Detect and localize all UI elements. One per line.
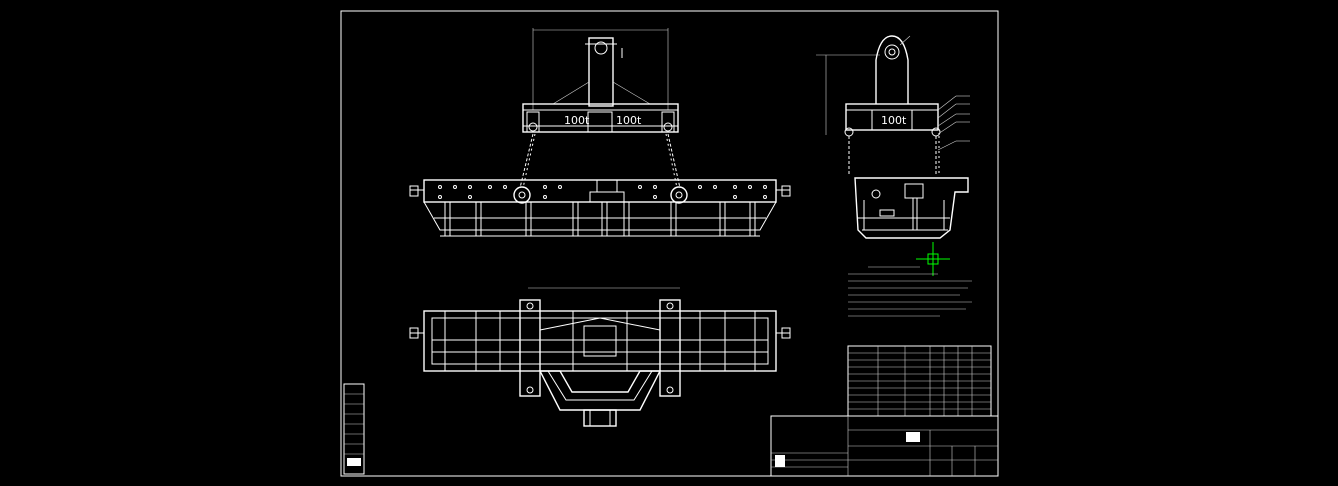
- front-chain-right: [665, 133, 681, 189]
- title-block: [770, 415, 999, 477]
- side-capacity-label: 100t: [881, 114, 907, 127]
- side-view: 100t: [816, 35, 970, 239]
- capacity-label-right: 100t: [616, 114, 642, 127]
- front-view: 100t 100t: [409, 28, 791, 237]
- sheet-border: [340, 10, 999, 477]
- front-chain-left: [519, 133, 536, 189]
- plan-view: [409, 287, 791, 427]
- parts-list-table: [847, 345, 992, 417]
- crosshair-cursor-icon: [916, 242, 950, 276]
- technical-requirements-note: [848, 266, 972, 317]
- capacity-label-left: 100t: [564, 114, 590, 127]
- left-stamp-strip: [343, 383, 365, 475]
